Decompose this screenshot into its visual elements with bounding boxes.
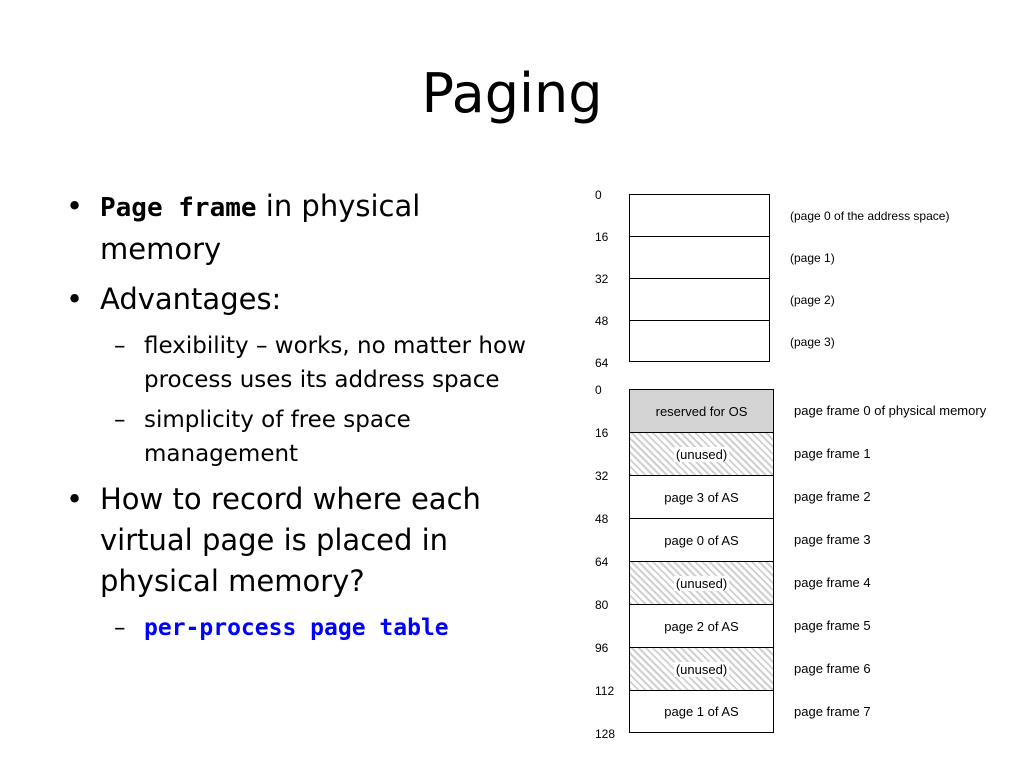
as-page-0-box xyxy=(629,194,770,237)
pm-address-32: 32 xyxy=(595,469,609,483)
pm-frame-3-content: page 0 of AS xyxy=(664,532,739,548)
pm-frame-2-box: page 3 of AS xyxy=(629,475,774,519)
pm-frame-3-label: page frame 3 xyxy=(794,532,871,547)
pm-frame-3-box: page 0 of AS xyxy=(629,518,774,562)
as-address-0: 0 xyxy=(595,188,602,202)
as-page-1-box xyxy=(629,236,770,279)
pm-frame-4-content: (unused) xyxy=(673,575,730,591)
bullet-advantages: • Advantages: xyxy=(58,279,548,320)
pm-frame-7-label: page frame 7 xyxy=(794,704,871,719)
bullet-text: How to record where each virtual page is… xyxy=(100,482,481,598)
pm-address-96: 96 xyxy=(595,641,609,655)
pm-frame-1-label: page frame 1 xyxy=(794,446,871,461)
as-address-16: 16 xyxy=(595,230,609,244)
pm-address-112: 112 xyxy=(595,684,615,698)
bullet-dash: – xyxy=(114,407,126,433)
as-page-3-box xyxy=(629,320,770,362)
slide-title: Paging xyxy=(421,62,603,125)
bullet-dot: • xyxy=(66,482,84,516)
as-page-2-box xyxy=(629,278,770,321)
bullet-text: in physical memory xyxy=(100,189,421,266)
bullet-list: • Page frame in physical memory • Advant… xyxy=(58,186,548,651)
pm-frame-0-label: page frame 0 of physical memory xyxy=(794,403,987,418)
pm-frame-5-label: page frame 5 xyxy=(794,618,871,633)
pm-frame-6-box: (unused) xyxy=(629,647,774,691)
pm-address-64: 64 xyxy=(595,555,609,569)
pm-frame-1-box: (unused) xyxy=(629,432,774,476)
pm-address-80: 80 xyxy=(595,598,609,612)
as-page-2-label: (page 2) xyxy=(790,293,835,307)
as-address-32: 32 xyxy=(595,272,609,286)
sub-bullet-flexibility: – flexibility – works, no matter how pro… xyxy=(114,329,548,397)
pm-frame-4-label: page frame 4 xyxy=(794,575,871,590)
pm-frame-7-content: page 1 of AS xyxy=(664,704,739,719)
bullet-dot: • xyxy=(66,282,84,316)
bullet-text: Advantages: xyxy=(100,282,282,316)
pm-address-128: 128 xyxy=(595,727,616,741)
sub-bullet-text: simplicity of free space management xyxy=(144,407,411,467)
pm-frame-5-box: page 2 of AS xyxy=(629,604,774,648)
bullet-page-frame: • Page frame in physical memory xyxy=(58,186,548,270)
bullet-dot: • xyxy=(66,189,84,223)
as-page-3-label: (page 3) xyxy=(790,335,835,349)
pm-frame-2-content: page 3 of AS xyxy=(664,489,739,505)
bullet-bold-text: Page frame xyxy=(100,193,257,223)
pm-frame-4-box: (unused) xyxy=(629,561,774,605)
pm-frame-0-box: reserved for OS xyxy=(629,389,774,433)
pm-address-48: 48 xyxy=(595,512,609,526)
as-address-64: 64 xyxy=(595,356,609,370)
bullet-dash: – xyxy=(114,333,126,359)
pm-frame-6-content: (unused) xyxy=(673,661,730,677)
bullet-how-to-record: • How to record where each virtual page … xyxy=(58,479,548,602)
as-address-48: 48 xyxy=(595,314,609,328)
pm-frame-1-content: (unused) xyxy=(673,446,730,462)
pm-address-16: 16 xyxy=(595,426,609,440)
pm-frame-7-box: page 1 of AS xyxy=(629,690,774,733)
pm-address-0: 0 xyxy=(595,383,602,397)
sub-bullet-highlight: per-process page table xyxy=(144,615,449,641)
pm-frame-0-content: reserved for OS xyxy=(655,403,748,419)
pm-frame-5-content: page 2 of AS xyxy=(664,618,739,634)
sub-bullet-simplicity: – simplicity of free space management xyxy=(114,403,548,471)
pm-frame-6-label: page frame 6 xyxy=(794,661,871,676)
pm-frame-2-label: page frame 2 xyxy=(794,489,871,504)
as-page-0-label: (page 0 of the address space) xyxy=(790,209,950,223)
sub-bullet-text: flexibility – works, no matter how proce… xyxy=(144,333,526,393)
as-page-1-label: (page 1) xyxy=(790,251,835,265)
sub-bullet-page-table: – per-process page table xyxy=(114,611,548,645)
bullet-dash: – xyxy=(114,615,126,641)
